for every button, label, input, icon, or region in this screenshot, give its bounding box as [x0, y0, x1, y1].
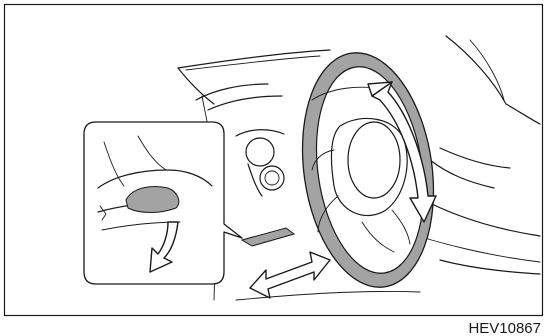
inset-detail [84, 122, 242, 284]
figure-code: HEV10867 [468, 320, 541, 336]
